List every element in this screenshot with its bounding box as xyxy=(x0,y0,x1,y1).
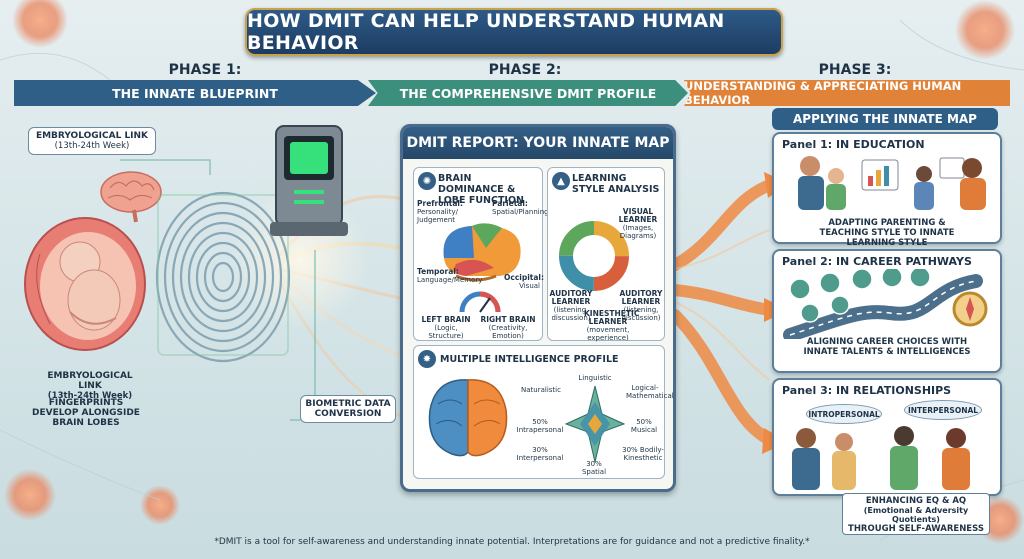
phase-2-banner: THE COMPREHENSIVE DMIT PROFILE xyxy=(368,80,688,106)
dominance-gauge xyxy=(459,291,501,313)
learning-style-wheel xyxy=(559,221,629,291)
interpersonal-bubble: INTERPERSONAL xyxy=(904,400,982,420)
phase-3-label: PHASE 3: xyxy=(818,62,892,78)
eq-aq-title: ENHANCING EQ & AQ xyxy=(865,496,967,506)
graduation-cap-icon: ▲ xyxy=(552,172,570,190)
right-brain-label: RIGHT BRAIN (Creativity, Emotion) xyxy=(480,315,536,341)
panel-education: Panel 1: IN EDUCATION ADAPTING PARENTING… xyxy=(772,132,1002,248)
eq-aq-end: THROUGH SELF-AWARENESS xyxy=(848,524,984,534)
auditory-learner-left-label: AUDITORY LEARNER (listening, discussion) xyxy=(549,289,593,323)
panel-career: Panel 2: IN CAREER PATHWAYS ALIGNING CAR… xyxy=(772,249,1002,373)
hemisphere-brain-illustration xyxy=(428,379,508,457)
mi-bodily: 30% Bodily-Kinesthetic xyxy=(622,446,664,462)
applying-heading: APPLYING THE INNATE MAP xyxy=(772,108,998,130)
dmit-report: DMIT REPORT: YOUR INNATE MAP ✺ BRAIN DOM… xyxy=(400,124,676,492)
panel-3-title: Panel 3: IN RELATIONSHIPS xyxy=(782,384,952,397)
embryological-link-top: EMBRYOLOGICAL LINK (13th-24th Week) xyxy=(28,127,156,155)
left-brain-label: LEFT BRAIN (Logic, Structure) xyxy=(421,315,471,341)
kinesthetic-learner-label: KINESTHETIC LEARNER (movement, experienc… xyxy=(584,309,640,343)
footer-disclaimer: *DMIT is a tool for self-awareness and u… xyxy=(214,537,810,547)
phase-1-banner: THE INNATE BLUEPRINT xyxy=(14,80,376,106)
fingerprints-text: FINGERPRINTS DEVELOP ALONGSIDE BRAIN LOB… xyxy=(32,398,140,428)
intropersonal-bubble: INTROPERSONAL xyxy=(806,404,882,424)
education-illustration xyxy=(798,156,986,210)
brain-panel-title: BRAIN DOMINANCE & LOBE FUNCTION xyxy=(438,173,524,206)
auditory-learner-right-label: AUDITORY LEARNER (listening, discussion) xyxy=(619,289,663,323)
mi-logical: Logical-Mathematical xyxy=(626,384,674,400)
lightbulb-icon: ✸ xyxy=(418,350,436,368)
mi-interpersonal: 30% Interpersonal xyxy=(516,446,564,462)
lobe-brain-illustration xyxy=(443,223,521,282)
mi-musical: 50% Musical xyxy=(630,418,658,434)
fingerprint-illustration xyxy=(155,191,291,363)
brain-icon: ✺ xyxy=(418,172,436,190)
page-title: HOW DMIT CAN HELP UNDERSTAND HUMAN BEHAV… xyxy=(247,10,725,54)
title-banner: HOW DMIT CAN HELP UNDERSTAND HUMAN BEHAV… xyxy=(245,8,783,56)
prefrontal-label: Prefrontal: Personality/ Judgement xyxy=(417,199,463,225)
panel-1-caption: ADAPTING PARENTING & TEACHING STYLE TO I… xyxy=(819,218,955,248)
visual-learner-label: VISUAL LEARNER (Images, Diagrams) xyxy=(618,207,658,241)
panel-1-title: Panel 1: IN EDUCATION xyxy=(782,138,925,151)
panel-2-caption: ALIGNING CAREER CHOICES WITH INNATE TALE… xyxy=(803,337,971,357)
phase-2-label: PHASE 2: xyxy=(488,62,562,78)
fetus-illustration xyxy=(24,217,146,351)
multiple-intelligence-panel: ✸ MULTIPLE INTELLIGENCE PROFILE Linguist… xyxy=(413,345,674,479)
phase-1-label: PHASE 1: xyxy=(168,62,242,78)
parietal-label: Parietal: Spatial/Planning xyxy=(492,199,549,217)
eq-aq-box: ENHANCING EQ & AQ (Emotional & Adversity… xyxy=(842,493,990,535)
mi-intrapersonal: 50% Intrapersonal xyxy=(516,418,564,434)
brain-illustration xyxy=(100,171,162,223)
brain-dominance-panel: ✺ BRAIN DOMINANCE & LOBE FUNCTION Prefro… xyxy=(413,167,549,341)
mi-panel-title: MULTIPLE INTELLIGENCE PROFILE xyxy=(440,354,619,365)
intelligence-star-chart xyxy=(564,385,626,463)
biometric-text: BIOMETRIC DATA CONVERSION xyxy=(300,395,396,423)
embryological-link-bottom: EMBRYOLOGICAL LINK (13th-24th Week) xyxy=(47,371,133,401)
learning-panel-title: LEARNING STYLE ANALYSIS xyxy=(572,173,660,195)
phase-3-banner: UNDERSTANDING & APPRECIATING HUMAN BEHAV… xyxy=(684,80,1010,106)
panel-2-title: Panel 2: IN CAREER PATHWAYS xyxy=(782,255,972,268)
occipital-label: Occipital: Visual xyxy=(504,273,544,291)
mi-naturalistic: Naturalistic xyxy=(521,386,561,394)
eq-aq-sub: (Emotional & Adversity Quotients) xyxy=(863,506,969,524)
mi-spatial: 30% Spatial xyxy=(581,460,607,476)
learning-style-panel: ▲ LEARNING STYLE ANALYSIS VISUAL LEARNER… xyxy=(547,167,665,343)
mi-linguistic: Linguistic xyxy=(578,374,612,382)
report-title: DMIT REPORT: YOUR INNATE MAP xyxy=(403,127,673,159)
scanner-device xyxy=(270,125,348,236)
temporal-label: Temporal: Language/Memory xyxy=(417,267,483,285)
panel-relationships: Panel 3: IN RELATIONSHIPS INTROPERSONAL … xyxy=(772,378,1002,496)
relationships-illustration xyxy=(792,426,970,490)
career-road-illustration xyxy=(783,269,988,339)
